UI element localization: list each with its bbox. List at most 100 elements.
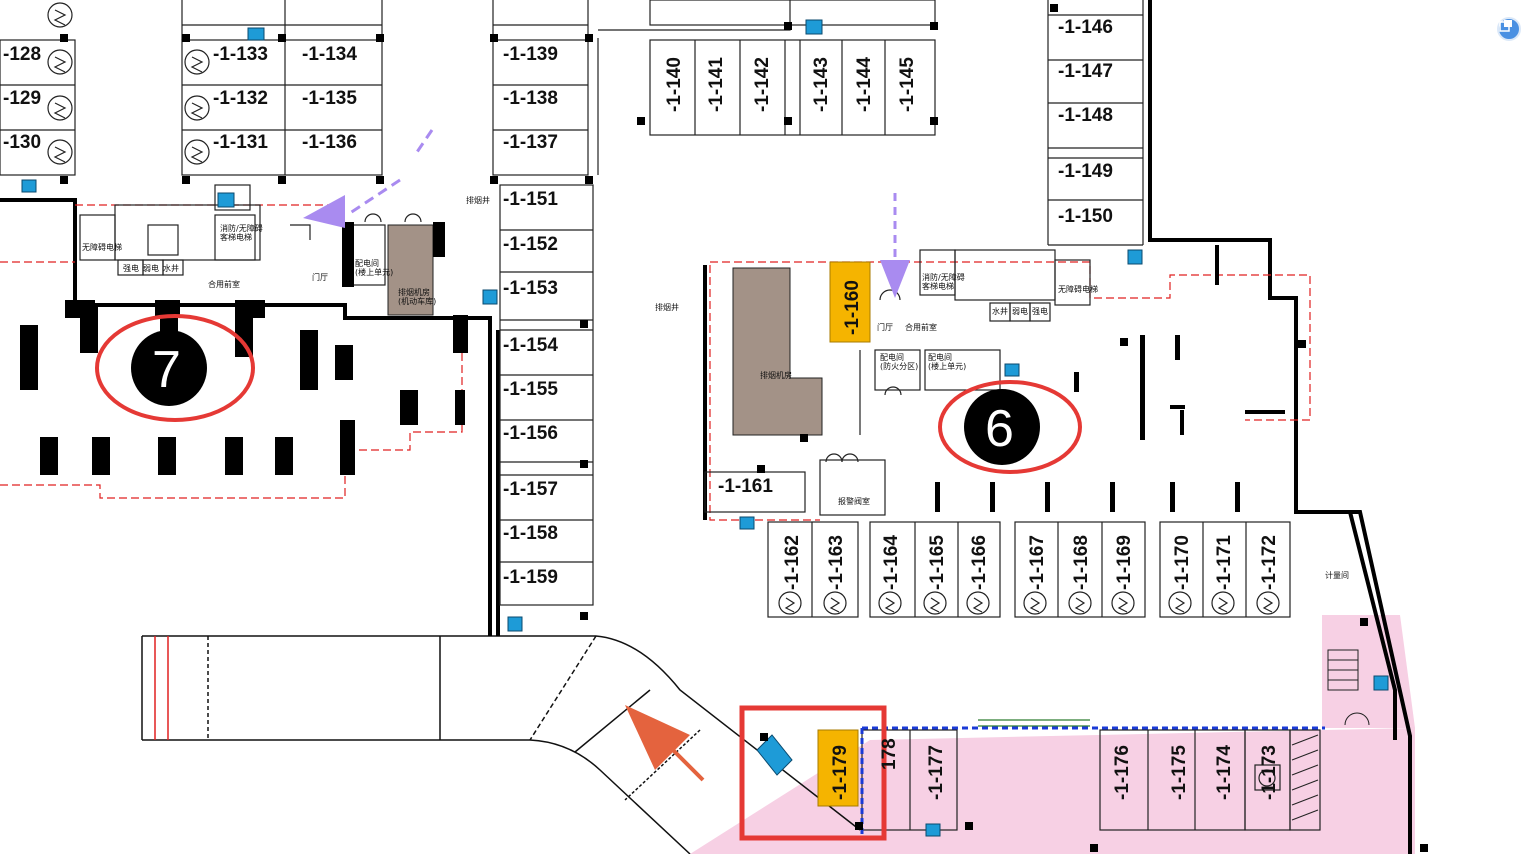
parking-space-label: -1-179	[830, 745, 851, 800]
parking-space-label: -1-155	[503, 379, 558, 400]
parking-space-label: -1-136	[302, 132, 357, 153]
parking-space-label: -1-150	[1058, 206, 1113, 227]
room-label: 弱电	[143, 263, 159, 273]
parking-space-label: -130	[3, 132, 41, 153]
parking-space-label: -1-169	[1114, 535, 1135, 590]
charger-icons-bottom	[778, 591, 1280, 615]
mid-column-grid	[499, 184, 594, 606]
parking-space-label: -1-174	[1214, 745, 1235, 800]
blue-markers	[21, 19, 1389, 837]
parking-space-label: -1-165	[927, 535, 948, 590]
zone-label: 7	[152, 341, 181, 399]
parking-space-label: -1-135	[302, 88, 357, 109]
parking-space-label: -1-175	[1169, 745, 1190, 800]
parking-space-label: -1-161	[718, 476, 773, 497]
parking-space-label: -1-148	[1058, 105, 1113, 126]
room-label: 强电	[1032, 306, 1048, 316]
parking-space-label: -1-145	[897, 57, 918, 112]
room-label: 配电间(楼上单元)	[928, 352, 966, 371]
room-label: 门厅	[312, 272, 328, 282]
accessible-icon	[1254, 764, 1281, 791]
room-label: 配电间(防火分区)	[880, 352, 918, 371]
room-label: 合用前室	[208, 279, 240, 289]
parking-space-label: -1-159	[503, 567, 558, 588]
right-core-walls	[935, 245, 1285, 512]
room-label: 强电	[123, 263, 139, 273]
parking-space-label: -1-152	[503, 234, 558, 255]
parking-space-label: -1-151	[503, 189, 558, 210]
parking-space-label: -1-131	[213, 132, 268, 153]
parking-space-label: -1-160	[842, 280, 863, 335]
parking-space-label: -1-144	[854, 57, 875, 112]
room-label: 排烟井	[655, 302, 679, 312]
space-160-fill	[829, 261, 871, 343]
parking-space-label: -1-138	[503, 88, 558, 109]
highlight-box-179[interactable]	[739, 705, 887, 841]
room-label: 合用前室	[905, 322, 937, 332]
parking-space-label: -1-149	[1058, 161, 1113, 182]
parking-space-label: -1-153	[503, 278, 558, 299]
room-label: 排烟井	[466, 195, 490, 205]
parking-space-label: -129	[3, 88, 41, 109]
room-label: 消防/无障碍客梯电梯	[220, 223, 263, 242]
space-179-fill	[817, 729, 859, 807]
parking-space-label: -1-157	[503, 479, 558, 500]
walls	[0, 0, 1412, 854]
parking-space-label: -1-172	[1259, 535, 1280, 590]
zone-7-marker[interactable]	[95, 314, 255, 422]
parking-space-label: -1-141	[706, 57, 727, 112]
pink-area	[690, 728, 1415, 854]
parking-space-label: -1-167	[1027, 535, 1048, 590]
parking-space-label: -1-176	[1112, 745, 1133, 800]
stairs-lower-right	[1327, 649, 1370, 726]
parking-space-label: -1-146	[1058, 17, 1113, 38]
parking-space-label: -1-132	[213, 88, 268, 109]
route-arrow-left	[303, 129, 434, 228]
parking-space-label: -1-166	[969, 535, 990, 590]
room-label: 消防/无障碍客梯电梯	[922, 272, 965, 291]
parking-space-label: -1-143	[811, 57, 832, 112]
route-arrow-right	[880, 193, 910, 298]
bottom-row-grid	[767, 521, 1291, 618]
left-core-walls	[342, 222, 468, 353]
parking-space-label: -1-173	[1259, 745, 1280, 800]
small-pillars	[60, 4, 1428, 852]
zone-label: 6	[985, 400, 1014, 458]
parking-space-label: -1-158	[503, 523, 558, 544]
right-core	[704, 249, 1091, 516]
parking-space-label: -1-154	[503, 335, 558, 356]
room-label: 报警阀室	[838, 496, 870, 506]
parking-space-label: -1-134	[302, 44, 357, 65]
hatch-area	[1291, 734, 1319, 821]
left-space-grid	[0, 0, 589, 176]
zone-6-marker[interactable]	[938, 380, 1082, 474]
parking-space-label: -128	[3, 44, 41, 65]
room-label: 水井	[163, 263, 179, 273]
parking-space-label: -1-171	[1214, 535, 1235, 590]
room-label: 配电间(楼上单元)	[355, 258, 393, 277]
ramp	[141, 635, 861, 854]
share-window-icon[interactable]	[1497, 17, 1521, 41]
parking-space-label: -1-140	[664, 57, 685, 112]
parking-space-label: -1-163	[826, 535, 847, 590]
parking-space-label: -1-137	[503, 132, 558, 153]
left-machine-room	[387, 224, 434, 316]
parking-space-label: -1-177	[926, 745, 947, 800]
room-label: 无障碍电梯	[82, 242, 122, 252]
pink-area-stairs	[1322, 615, 1415, 728]
parking-space-label: -1-164	[881, 535, 902, 590]
parking-space-label: -1-162	[782, 535, 803, 590]
parking-space-label: -1-142	[752, 57, 773, 112]
room-label: 水井	[992, 306, 1008, 316]
parking-space-label: -1-147	[1058, 61, 1113, 82]
parking-space-label: -1-156	[503, 423, 558, 444]
room-label: 无障碍电梯	[1058, 284, 1098, 294]
entry-arrow	[625, 705, 705, 782]
parking-space-label: -1-170	[1172, 535, 1193, 590]
parking-space-label: -1-139	[503, 44, 558, 65]
room-label: 门厅	[877, 322, 893, 332]
room-label: 排烟机房	[760, 370, 792, 380]
room-label: 弱电	[1012, 306, 1028, 316]
